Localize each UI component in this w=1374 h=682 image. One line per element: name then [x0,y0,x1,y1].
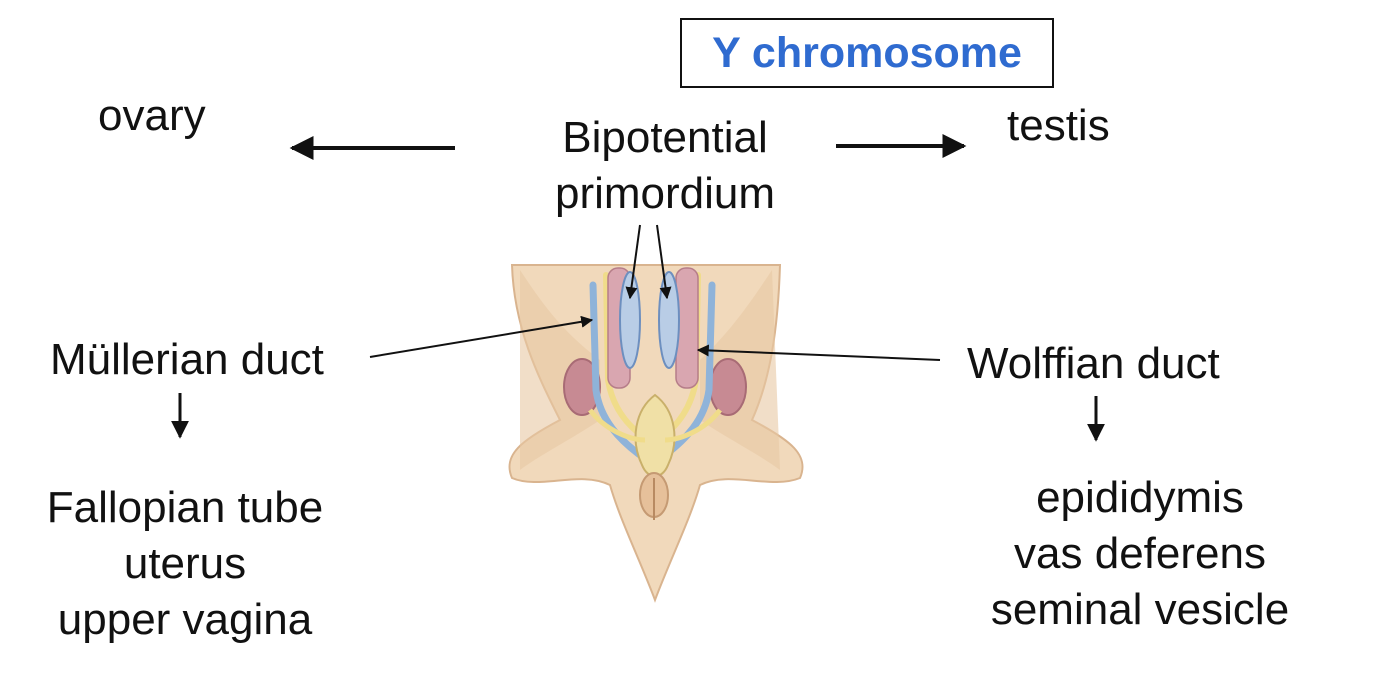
wolffian-duct-label: Wolffian duct [967,339,1220,388]
arrow-to-gonad-left [625,224,641,300]
testis-label: testis [1007,101,1110,150]
y-chromosome-label: Y chromosome [712,28,1022,77]
bipotential-line-1: Bipotential [562,113,768,162]
embryo-illustration [508,264,804,603]
arrow-mullerian-pointer [369,315,594,358]
male-derivative-item: seminal vesicle [990,584,1290,634]
kidney-right [709,358,747,416]
female-derivative-item: Fallopian tube [46,483,324,532]
mullerian-duct-left [589,281,644,459]
male-derivative-item: vas deferens [1014,528,1266,578]
female-derivative-item: uterus [123,538,247,588]
male-derivatives-list: epididymis vas deferens seminal vesicle [960,470,1320,638]
ureter-left [588,408,646,443]
female-derivatives-list: Fallopian tube uterus upper vagina [10,480,360,648]
arrow-to-gonad-right [656,224,672,300]
gonad-right [658,271,680,369]
male-derivative-item: epididymis [1036,473,1244,522]
embryo-shading [520,270,600,470]
bipotential-primordium-label: Bipotential primordium [540,110,790,222]
gonad-left [619,271,641,369]
y-chromosome-box: Y chromosome [680,18,1054,88]
female-derivative-item: upper vagina [57,594,313,644]
arrow-wolffian-pointer [696,344,941,361]
ovary-label: ovary [98,91,206,140]
ureter-right [664,408,722,443]
kidney-left [563,358,601,416]
bipotential-line-2: primordium [554,168,776,218]
mullerian-duct-label: Müllerian duct [50,335,324,384]
